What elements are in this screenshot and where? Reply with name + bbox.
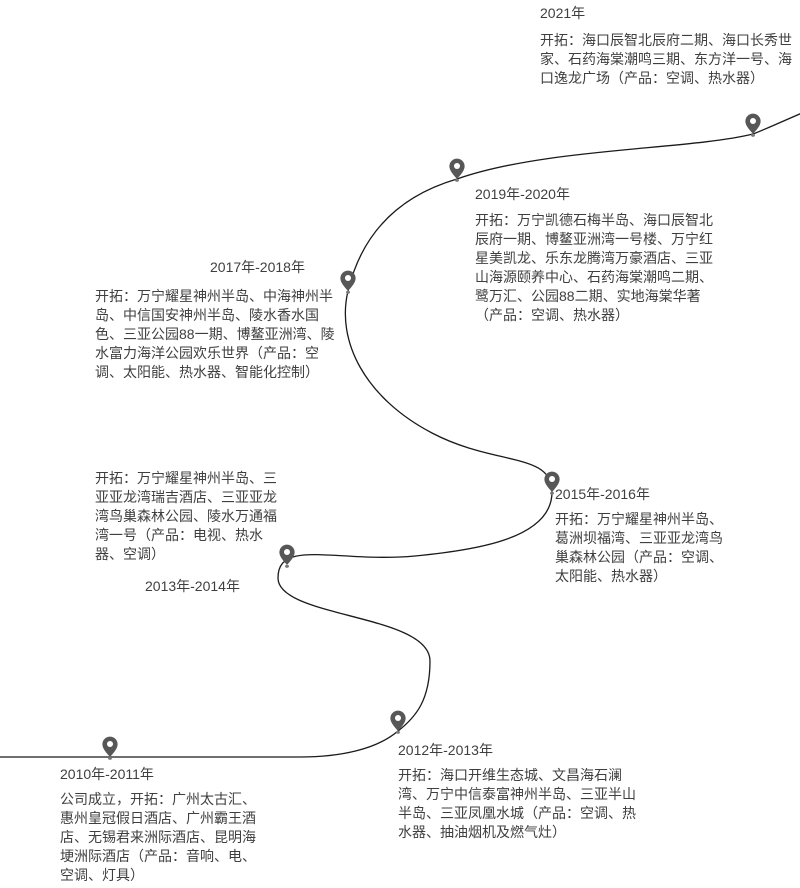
location-pin-icon: [102, 736, 118, 760]
milestone-year-2021: 2021年: [540, 5, 586, 21]
milestone-description-2017-2018: 开拓：万宁耀星神州半岛、中海神州半岛、中信国安神州半岛、陵水香水国色、三亚公园8…: [95, 288, 335, 380]
milestone-year-2010-2011: 2010年-2011年: [60, 766, 154, 782]
milestone-year-2015-2016: 2015年-2016年: [555, 486, 650, 502]
milestone-description-2021: 开拓：海口辰智北辰府二期、海口长秀世家、石药海棠潮鸣三期、东方洋一号、海口逸龙广…: [540, 32, 792, 86]
pin-2010-2011: [102, 736, 119, 760]
milestone-description-2019-2020: 开拓：万宁凯德石梅半岛、海口辰智北辰府一期、博鳌亚洲湾一号楼、万宁红星美凯龙、乐…: [475, 212, 713, 323]
pin-2015-2016: [544, 471, 561, 495]
location-pin-icon: [340, 270, 356, 294]
milestone-description-2010-2011: 公司成立，开拓：广州太古汇、惠州皇冠假日酒店、广州霸王酒店、无锡君来洲际酒店、昆…: [60, 791, 256, 883]
pin-2021: [745, 113, 762, 137]
milestone-year-2017-2018: 2017年-2018年: [210, 259, 305, 275]
location-pin-icon: [544, 471, 560, 495]
timeline-path: [0, 113, 800, 758]
milestone-description-2015-2016: 开拓：万宁耀星神州半岛、葛洲坝福湾、三亚亚龙湾鸟巢森林公园（产品：空调、太阳能、…: [555, 511, 723, 584]
pin-2017-2018: [340, 270, 357, 294]
milestone-year-2013-2014: 2013年-2014年: [145, 578, 240, 594]
location-pin-icon: [449, 158, 465, 182]
location-pin-icon: [745, 113, 761, 137]
milestone-description-2013-2014: 开拓：万宁耀星神州半岛、三亚亚龙湾瑞吉酒店、三亚亚龙湾鸟巢森林公园、陵水万通福湾…: [95, 470, 277, 562]
pin-2012-2013: [390, 710, 407, 734]
milestone-description-2012-2013: 开拓：海口开维生态城、文昌海石澜湾、万宁中信泰富神州半岛、三亚半山半岛、三亚凤凰…: [398, 767, 636, 840]
pin-2019-2020: [449, 158, 466, 182]
pin-2013-2014: [279, 544, 296, 568]
milestone-year-2012-2013: 2012年-2013年: [398, 742, 493, 758]
location-pin-icon: [279, 544, 295, 568]
milestone-year-2019-2020: 2019年-2020年: [475, 186, 570, 202]
location-pin-icon: [390, 710, 406, 734]
